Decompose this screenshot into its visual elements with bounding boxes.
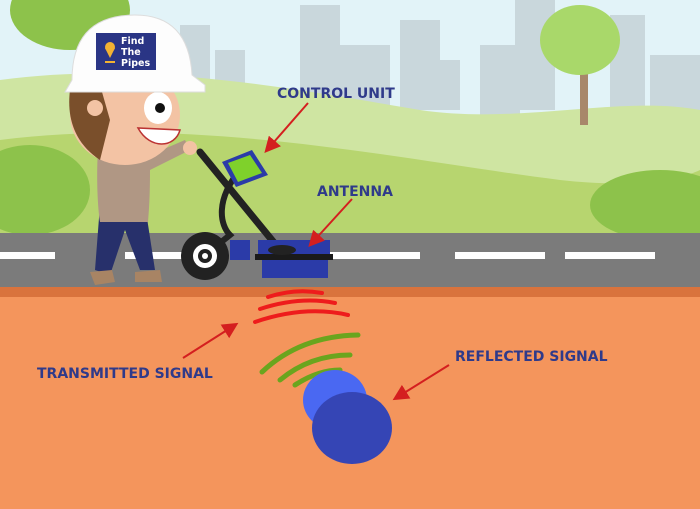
helmet: Find The Pipes (64, 14, 206, 93)
logo-text-line2: The (121, 47, 141, 58)
transmitted-signal-waves (253, 289, 350, 324)
label-control-unit: CONTROL UNIT (277, 86, 395, 102)
label-antenna: ANTENNA (317, 184, 393, 200)
wheel (181, 232, 229, 280)
antenna-box (255, 240, 333, 278)
road-markings (0, 252, 655, 259)
bush (590, 170, 700, 240)
arrow-antenna (308, 198, 353, 247)
label-transmitted-signal: TRANSMITTED SIGNAL (37, 366, 213, 382)
map-pin-icon (105, 42, 115, 63)
buried-pipe (303, 370, 392, 464)
logo-text-line1: Find (121, 36, 144, 47)
arrow-control-unit (264, 102, 309, 154)
gpr-cart (181, 148, 333, 280)
logo-text-line3: Pipes (121, 58, 150, 69)
arrow-reflected-signal (392, 364, 450, 401)
hill-front (0, 132, 700, 240)
tree (540, 5, 620, 125)
find-the-pipes-logo (96, 33, 156, 70)
arrow-transmitted-signal (182, 322, 239, 359)
soil-top (0, 287, 700, 297)
control-unit-screen (222, 150, 268, 187)
bush (0, 145, 90, 235)
label-reflected-signal: REFLECTED SIGNAL (455, 349, 608, 365)
